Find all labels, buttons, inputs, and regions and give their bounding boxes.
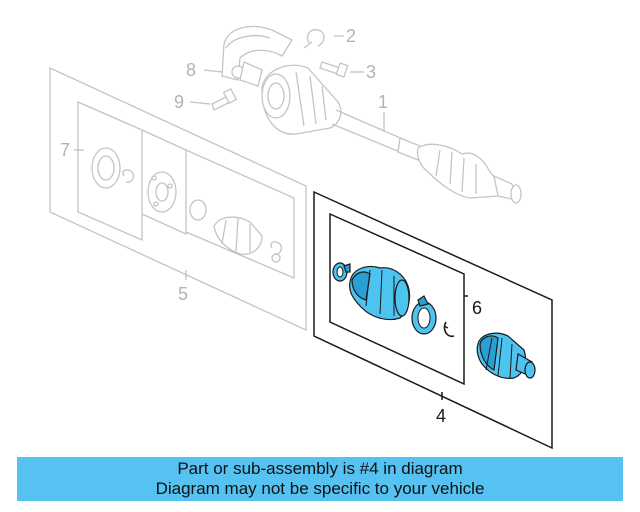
parts-diagram: 1 2 3 4 5 6 7 8 9 xyxy=(49,25,553,450)
retaining-clip xyxy=(303,29,325,49)
boot-clamp-large-icon xyxy=(411,295,437,335)
bearing-bracket xyxy=(221,25,293,87)
snap-ring-icon xyxy=(443,321,455,338)
callout-7: 7 xyxy=(60,140,70,160)
callout-4: 4 xyxy=(436,406,446,426)
callout-leaders xyxy=(74,35,385,280)
callout-3: 3 xyxy=(366,62,376,82)
banner-line-disclaimer: Diagram may not be specific to your vehi… xyxy=(155,479,485,498)
callout-1: 1 xyxy=(378,92,388,112)
bolt xyxy=(319,61,349,78)
assembly-panel-5 xyxy=(49,66,307,332)
cv-joint-icon xyxy=(476,332,536,379)
callout-6: 6 xyxy=(472,298,482,318)
callout-5: 5 xyxy=(178,284,188,304)
bolt-small xyxy=(211,87,238,111)
info-banner: Part or sub-assembly is #4 in diagram Di… xyxy=(17,457,623,501)
boot-clamp-icon xyxy=(332,262,351,282)
callout-9: 9 xyxy=(174,92,184,112)
banner-line-part: Part or sub-assembly is #4 in diagram xyxy=(177,459,463,478)
callout-2: 2 xyxy=(346,26,356,46)
axle-shaft-assembly xyxy=(261,64,522,204)
assembly-panel-4 xyxy=(313,190,553,450)
callout-8: 8 xyxy=(186,60,196,80)
cv-boot-icon xyxy=(349,265,411,321)
